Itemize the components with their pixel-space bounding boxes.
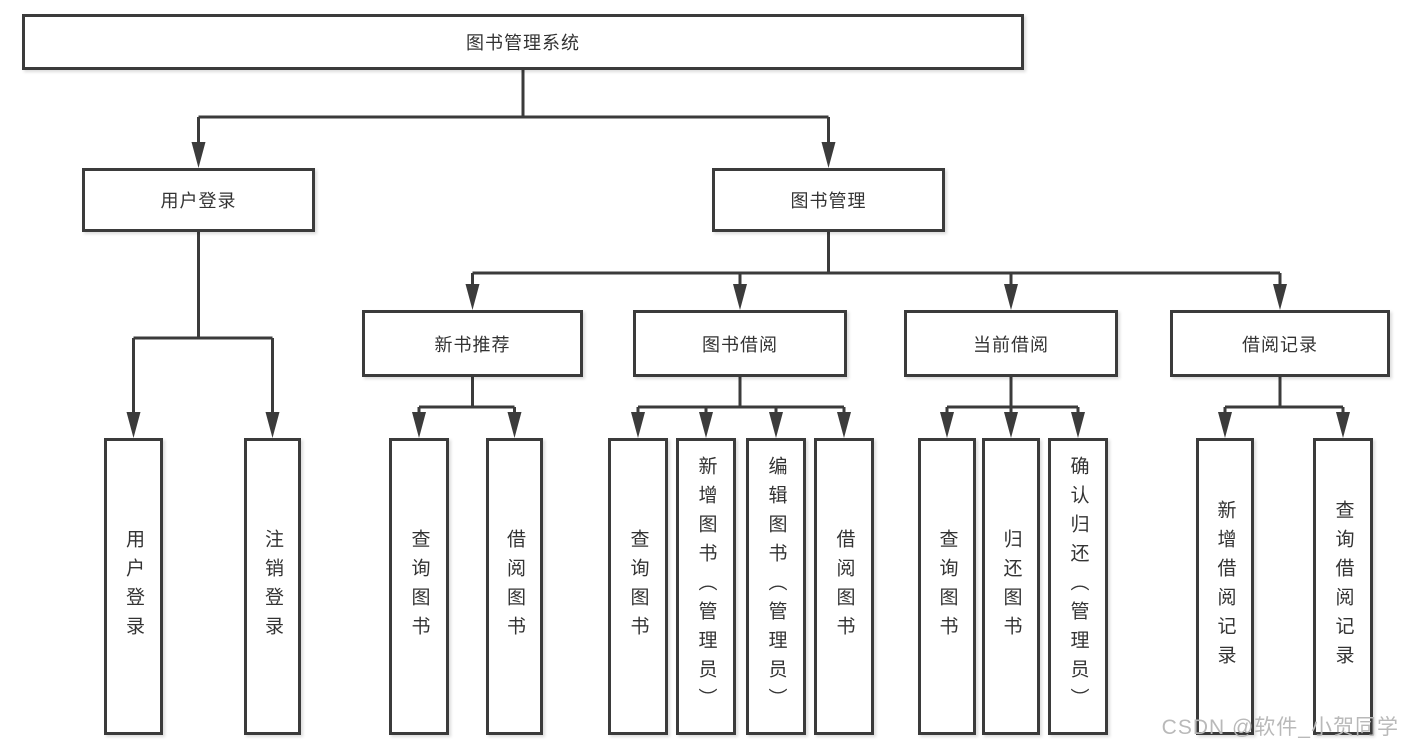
leaf-query-borrow-record: 查询借阅记录: [1313, 438, 1373, 735]
node-borrow-record-label: 借阅记录: [1242, 334, 1318, 355]
csdn-watermark: CSDN @软件_小贺同学: [1161, 716, 1399, 739]
leaf-user-login-label: 用户登录: [123, 528, 144, 645]
node-current-borrow: 当前借阅: [904, 310, 1118, 377]
arrowheads: [126, 142, 1350, 438]
node-user-login: 用户登录: [82, 168, 315, 232]
node-borrow-record: 借阅记录: [1170, 310, 1390, 377]
node-book-borrow-label: 图书借阅: [702, 334, 778, 355]
node-book-mgmt: 图书管理: [712, 168, 945, 232]
leaf-query-book-current-label: 查询图书: [936, 528, 958, 645]
leaf-edit-book-admin: 编辑图书（管理员）: [746, 438, 806, 735]
node-book-mgmt-label: 图书管理: [790, 191, 867, 211]
leaf-query-book-recommend: 查询图书: [389, 438, 449, 735]
connector-new-book: [417, 377, 516, 414]
leaf-query-book-recommend-label: 查询图书: [408, 528, 430, 645]
leaf-add-book-admin-label: 新增图书（管理员）: [695, 456, 717, 717]
leaf-add-borrow-record: 新增借阅记录: [1196, 438, 1254, 735]
leaf-query-borrow-record-label: 查询借阅记录: [1332, 499, 1354, 674]
node-root: 图书管理系统: [22, 14, 1024, 70]
connector-current-borrow: [945, 377, 1080, 414]
leaf-borrow-book: 借阅图书: [814, 438, 874, 735]
connector-root: [197, 69, 830, 144]
leaf-return-book-label: 归还图书: [1000, 528, 1022, 645]
node-new-book-recommend: 新书推荐: [362, 310, 583, 377]
leaf-user-login: 用户登录: [104, 438, 163, 735]
node-new-book-recommend-label: 新书推荐: [434, 334, 511, 355]
leaf-borrow-book-recommend: 借阅图书: [486, 438, 543, 735]
leaf-query-book-borrow: 查询图书: [608, 438, 668, 735]
node-user-login-label: 用户登录: [160, 191, 237, 211]
node-current-borrow-label: 当前借阅: [973, 334, 1049, 355]
leaf-confirm-return-admin-label: 确认归还（管理员）: [1067, 456, 1089, 717]
leaf-add-borrow-record-label: 新增借阅记录: [1214, 499, 1236, 674]
leaf-query-book-current: 查询图书: [918, 438, 976, 735]
leaf-logout: 注销登录: [244, 438, 301, 735]
leaf-edit-book-admin-label: 编辑图书（管理员）: [765, 456, 787, 717]
leaf-borrow-book-label: 借阅图书: [833, 528, 855, 645]
leaf-query-book-borrow-label: 查询图书: [627, 528, 649, 645]
leaf-add-book-admin: 新增图书（管理员）: [676, 438, 736, 735]
node-book-borrow: 图书借阅: [633, 310, 847, 377]
connector-borrow-record: [1223, 377, 1345, 414]
connector-book-borrow: [636, 377, 846, 414]
connector-user-login: [132, 232, 274, 414]
leaf-borrow-book-recommend-label: 借阅图书: [504, 528, 525, 645]
node-root-label: 图书管理系统: [466, 33, 580, 53]
leaf-return-book: 归还图书: [982, 438, 1040, 735]
leaf-logout-label: 注销登录: [262, 528, 283, 645]
connector-book-mgmt: [471, 232, 1282, 286]
leaf-confirm-return-admin: 确认归还（管理员）: [1048, 438, 1108, 735]
